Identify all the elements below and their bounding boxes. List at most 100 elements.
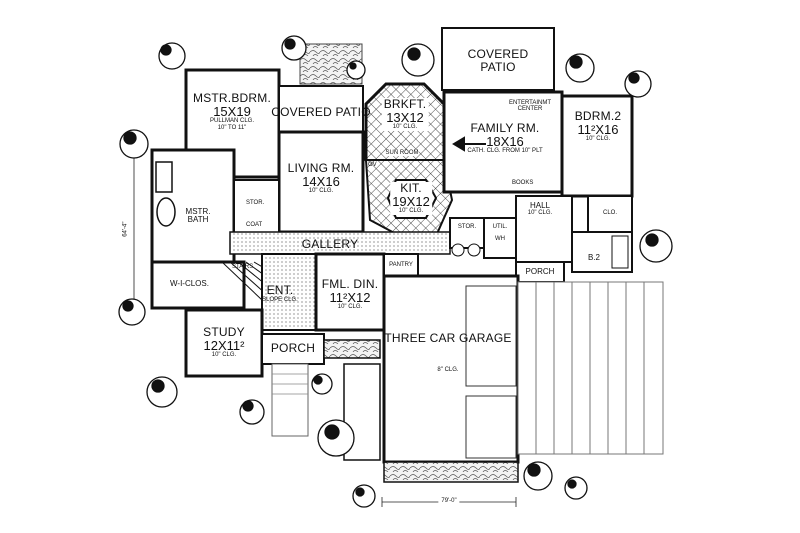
kitchen-ceiling: 10" CLG. bbox=[390, 208, 432, 215]
living-room-size: 14X16 bbox=[302, 173, 340, 189]
hall-label: HALL 10" CLG. bbox=[527, 201, 553, 217]
tree-icon bbox=[119, 129, 149, 159]
planter-bottom bbox=[383, 461, 519, 483]
entertainment-center-line2: CENTER bbox=[517, 106, 543, 113]
master-bedroom-size: 15X19 bbox=[213, 103, 251, 119]
master-bedroom-ceiling-note: 10" TO 11" bbox=[217, 124, 247, 131]
storage-coat-walls bbox=[233, 179, 280, 237]
tree-icon bbox=[118, 298, 146, 326]
master-bath-line1: MSTR. bbox=[185, 207, 211, 216]
coat-label: COAT bbox=[246, 222, 263, 228]
covered-patio-left-walls bbox=[278, 85, 364, 133]
hall-name: HALL bbox=[529, 201, 551, 210]
kitchen-name: KIT. bbox=[390, 182, 432, 195]
sunroom-label: SUN ROOM bbox=[385, 150, 419, 157]
tree-icon bbox=[523, 461, 553, 491]
stairs-label: STAIRS bbox=[232, 264, 254, 270]
master-bedroom-label: MSTR.BDRM. 15X19 PULLMAN CLG. 10" TO 11" bbox=[193, 92, 271, 131]
entry-label: ENT. SLOPE CLG. bbox=[262, 284, 298, 303]
kitchen-label: KIT. 19X12 10" CLG. bbox=[390, 182, 432, 215]
books-label: BOOKS bbox=[512, 180, 534, 186]
formal-dining-ceiling: 10" CLG. bbox=[337, 304, 363, 311]
family-room-arrow bbox=[452, 136, 486, 152]
tree-icon bbox=[401, 43, 435, 77]
covered-patio-top-line1: COVERED bbox=[467, 47, 529, 61]
master-bedroom-name: MSTR.BDRM. bbox=[193, 91, 271, 105]
closet-label: CLO. bbox=[602, 210, 618, 216]
bedroom2-walls bbox=[560, 94, 634, 198]
covered-patio-top-label: COVERED PATIO bbox=[468, 48, 529, 73]
tree-icon bbox=[281, 35, 307, 61]
tree-icon bbox=[158, 42, 186, 70]
bathtub bbox=[156, 197, 176, 227]
family-room-size: 18X16 bbox=[486, 133, 524, 149]
living-room-ceiling: 10" CLG. bbox=[308, 188, 334, 195]
vanity bbox=[155, 161, 173, 193]
utility-walls bbox=[483, 217, 517, 259]
bedroom2-name: BDRM.2 bbox=[574, 109, 622, 123]
family-room-ceiling: CATH. CLG. FROM 10" PLT bbox=[467, 148, 543, 155]
covered-patio-top-line2: PATIO bbox=[480, 59, 516, 74]
tree-icon bbox=[624, 70, 652, 98]
bedroom2-ceiling: 10" CLG. bbox=[585, 136, 611, 143]
landscaping bbox=[118, 35, 673, 508]
dryer bbox=[467, 243, 481, 257]
breakfast-name: BRKFT. bbox=[381, 97, 429, 111]
living-room-name: LIVING RM. bbox=[287, 161, 355, 175]
garage-name: THREE CAR GARAGE bbox=[384, 331, 512, 345]
porch-right-label: PORCH bbox=[525, 267, 555, 276]
planter-porch bbox=[323, 339, 381, 359]
entertainment-center-label: ENTERTAINMT CENTER bbox=[509, 100, 551, 113]
kitchen-size: 19X12 bbox=[390, 193, 432, 209]
wi-closet-walls bbox=[150, 260, 246, 310]
formal-dining-size: 11²X12 bbox=[329, 289, 371, 305]
formal-dining-name: FML. DIN. bbox=[321, 277, 379, 291]
garage-ceiling: 8" CLG. bbox=[437, 366, 459, 373]
wi-closet-label: W-I-CLOS. bbox=[170, 279, 209, 288]
front-porch-walls bbox=[261, 333, 325, 365]
study-label: STUDY 12X11² 10" CLG. bbox=[203, 326, 245, 359]
master-bedroom-ceiling: PULLMAN CLG. bbox=[209, 118, 254, 125]
dimension-bottom-label: 79'-0" bbox=[438, 498, 460, 505]
porch-front-label: PORCH bbox=[270, 341, 316, 355]
utility-label: UTIL. bbox=[492, 224, 508, 230]
garage-bay-lower bbox=[465, 395, 517, 459]
breakfast-ceiling: 10" CLG. bbox=[381, 124, 429, 131]
bath2-label: B.2 bbox=[587, 253, 601, 262]
tree-icon bbox=[311, 373, 333, 395]
master-bath-line2: BATH bbox=[187, 215, 209, 225]
top-covered-patio bbox=[441, 27, 555, 91]
covered-patio-left-label: COVERED PATIO bbox=[271, 105, 371, 119]
gallery-label: GALLERY bbox=[301, 237, 359, 251]
hall-ceiling: 10" CLG. bbox=[527, 210, 553, 217]
study-walls bbox=[184, 308, 264, 378]
garage-label: THREE CAR GARAGE 8" CLG. bbox=[384, 332, 511, 373]
family-room-name: FAMILY RM. bbox=[470, 121, 540, 135]
study-ceiling: 10" CLG. bbox=[211, 352, 237, 359]
breakfast-size: 13X12 bbox=[381, 110, 429, 125]
entry-note: SLOPE CLG. bbox=[262, 296, 298, 303]
dimension-left-line bbox=[129, 149, 139, 311]
entry-name: ENT. bbox=[266, 283, 294, 297]
dimension-left-label: 64'-4" bbox=[122, 221, 129, 237]
study-name: STUDY bbox=[203, 325, 245, 339]
tree-icon bbox=[639, 229, 673, 263]
storage-a-label: STOR. bbox=[246, 200, 265, 206]
garage-bay-left bbox=[465, 285, 517, 387]
breakfast-label: BRKFT. 13X12 10" CLG. bbox=[381, 97, 429, 131]
front-walk-steps bbox=[272, 373, 308, 395]
pantry-label: PANTRY bbox=[389, 262, 413, 268]
front-walk bbox=[271, 363, 309, 437]
closet-walls bbox=[587, 195, 633, 233]
entertainment-center-line1: ENTERTAINMT bbox=[508, 100, 552, 106]
master-bath-label: MSTR. BATH bbox=[185, 207, 211, 225]
tree-icon bbox=[146, 376, 178, 408]
driveway bbox=[517, 281, 664, 455]
storage-b-label: STOR. bbox=[457, 224, 477, 230]
washer bbox=[451, 243, 465, 257]
bedroom2-label: BDRM.2 11²X16 10" CLG. bbox=[575, 110, 622, 143]
study-size: 12X11² bbox=[203, 337, 245, 353]
bedroom2-size: 11²X16 bbox=[577, 121, 619, 137]
tree-icon bbox=[239, 399, 265, 425]
tree-icon bbox=[564, 476, 588, 500]
